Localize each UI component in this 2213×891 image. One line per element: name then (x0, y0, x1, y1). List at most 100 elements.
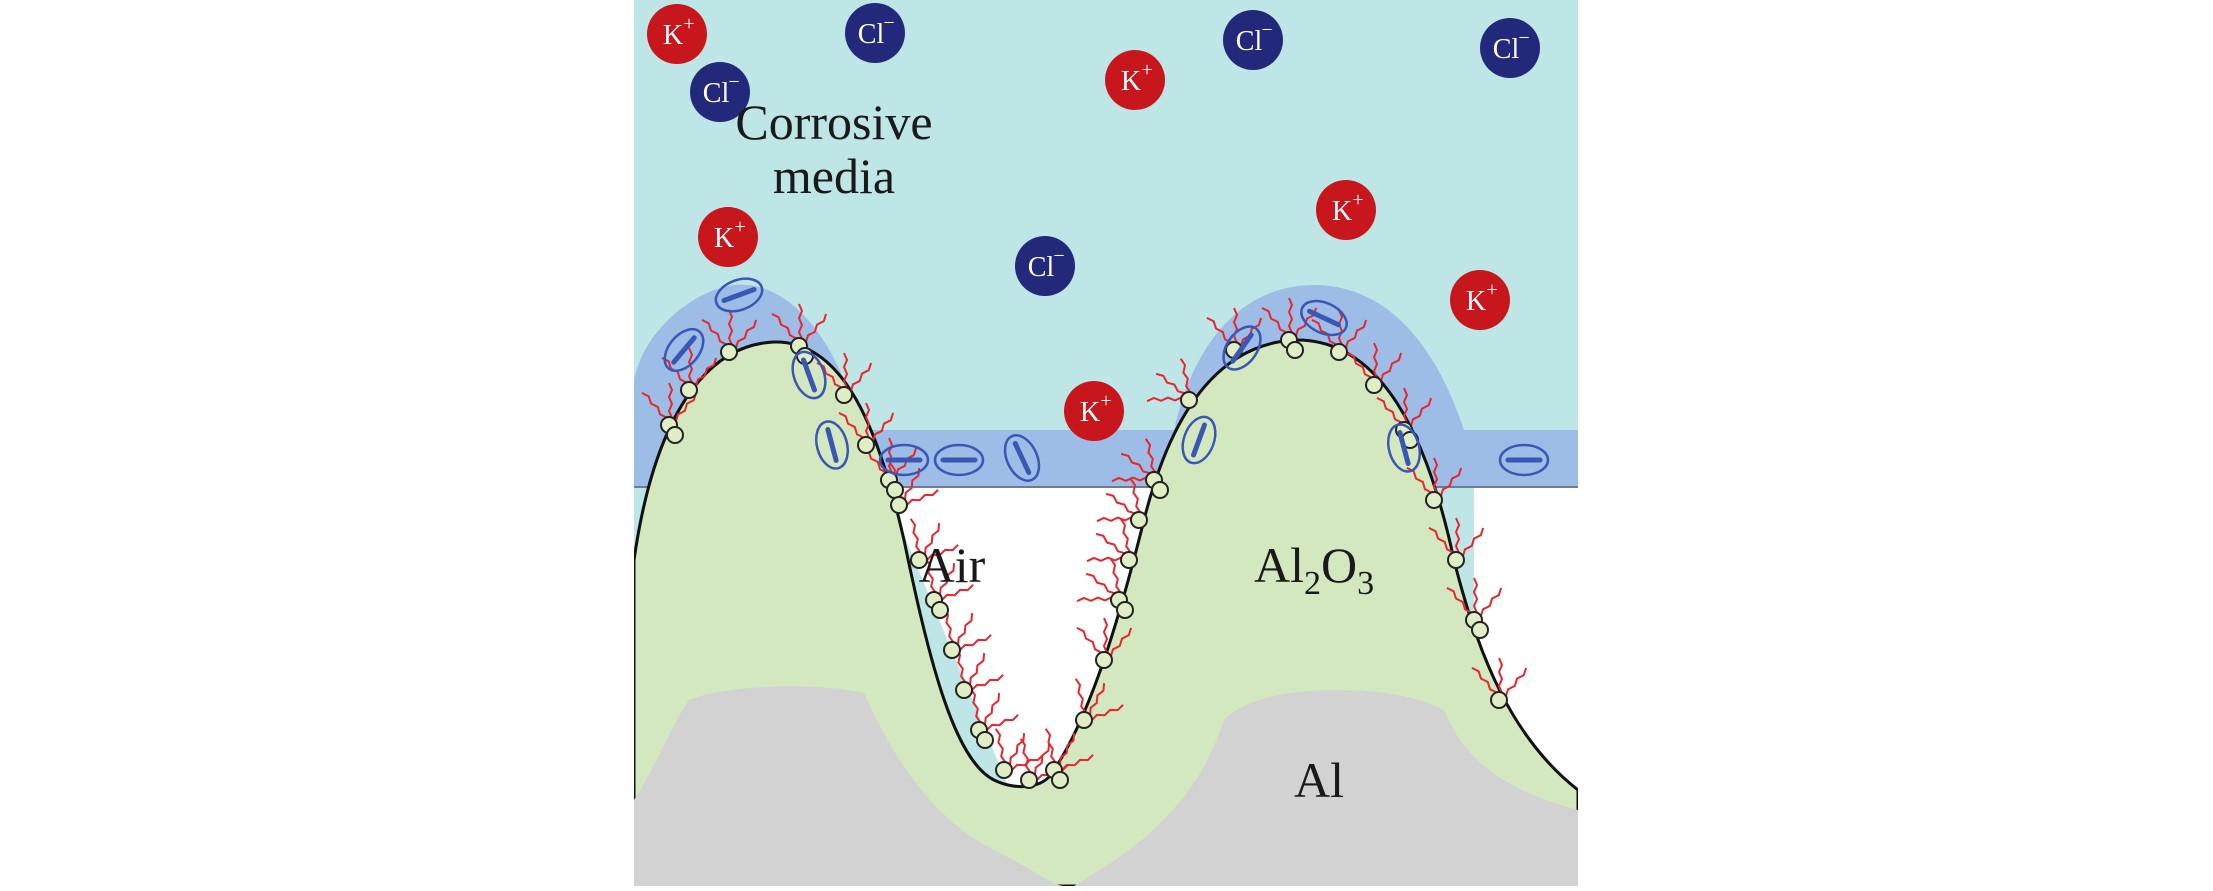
ion-charge: − (1261, 19, 1272, 41)
ion-circle (698, 207, 758, 267)
dipole-molecule (714, 277, 764, 313)
nanoparticle (943, 641, 961, 659)
dipole-molecule (1003, 434, 1041, 482)
ion-charge: + (1100, 390, 1111, 412)
nanoparticle (886, 481, 904, 499)
ion-charge: + (683, 13, 694, 35)
ion-symbol: K (663, 20, 683, 51)
nanoparticle (1180, 391, 1198, 409)
ion-charge: + (1141, 59, 1152, 81)
dipole-molecule (1498, 443, 1550, 477)
potassium-ion: K+ (1316, 180, 1376, 240)
ion-circle (690, 62, 750, 122)
ion-charge: − (883, 12, 894, 34)
ion-circle (647, 4, 707, 64)
nanoparticle (1330, 343, 1348, 361)
ion-symbol: Cl (1236, 26, 1263, 57)
ion-charge: − (1053, 245, 1064, 267)
nanoparticle (857, 436, 875, 454)
metal-substrate (634, 686, 1578, 886)
adsorbed-dipoles (663, 277, 1550, 482)
ion-symbol: K (1121, 66, 1141, 97)
nanoparticle (1095, 651, 1113, 669)
nanoparticle (680, 381, 698, 399)
ion-symbol: K (1332, 196, 1352, 227)
ion-circle (1105, 50, 1165, 110)
corrosion-diagram: K+Cl−Cl−K+Cl−Cl−K+Cl−K+K+K+ Corrosive me… (632, 0, 1580, 888)
nanoparticle (1130, 511, 1148, 529)
chloride-ion: Cl− (1480, 18, 1540, 78)
potassium-ion: K+ (698, 207, 758, 267)
ion-circle (1316, 180, 1376, 240)
potassium-ion: K+ (1105, 50, 1165, 110)
ion-symbol: Cl (1493, 34, 1520, 65)
dipole-molecule (1181, 415, 1217, 465)
ion-symbol: Cl (1028, 252, 1055, 283)
dipole-molecule (663, 327, 705, 373)
ion-circle (1480, 18, 1540, 78)
air-label: Air (919, 537, 986, 593)
oxide-label-al: Al (1254, 537, 1304, 593)
dipole-molecule (791, 350, 827, 400)
nanoparticle (976, 731, 994, 749)
nanoparticle (1447, 551, 1465, 569)
ion-symbol: Cl (858, 19, 885, 50)
dipole-molecule (1300, 299, 1348, 337)
oxide-label: Al2O3 (1254, 537, 1374, 602)
ion-symbol: K (714, 223, 734, 254)
nanoparticle (1020, 771, 1038, 789)
nanoparticle (1286, 341, 1304, 359)
dipole-molecule (878, 443, 930, 477)
media-label-line2: media (773, 148, 895, 204)
dipole-molecule (1386, 423, 1422, 473)
potassium-ion: K+ (647, 4, 707, 64)
ion-symbol: K (1466, 286, 1486, 317)
nanoparticle (1490, 691, 1508, 709)
nanoparticle (1120, 551, 1138, 569)
nanoparticle (835, 386, 853, 404)
chloride-ion: Cl− (690, 62, 750, 122)
chloride-ion: Cl− (1015, 236, 1075, 296)
chloride-ion: Cl− (1223, 10, 1283, 70)
oxide-label-sub2: 3 (1357, 565, 1374, 602)
ion-charge: + (734, 216, 745, 238)
nanoparticle (995, 761, 1013, 779)
air-region (884, 487, 1578, 800)
ion-symbol: K (1080, 397, 1100, 428)
nanoparticle (720, 343, 738, 361)
nanoparticle (890, 496, 908, 514)
media-label-line1: Corrosive (735, 94, 932, 150)
chloride-ion: Cl− (845, 3, 905, 63)
ion-charge: − (1518, 27, 1529, 49)
oxide-label-sub1: 2 (1304, 565, 1321, 602)
dipole-molecule (814, 420, 850, 470)
ion-charge: − (728, 71, 739, 93)
nanoparticle (910, 551, 928, 569)
ion-symbol: Cl (703, 78, 730, 109)
dipole-molecule (933, 443, 985, 477)
nanoparticle (1051, 771, 1069, 789)
nanoparticle (1075, 711, 1093, 729)
dipole-molecule (1222, 325, 1262, 371)
ion-circle (1450, 270, 1510, 330)
ion-circle (1015, 236, 1075, 296)
ion-circle (1223, 10, 1283, 70)
ion-circle (1064, 381, 1124, 441)
nanoparticle (666, 426, 684, 444)
ion-charge: + (1352, 189, 1363, 211)
potassium-ion: K+ (1064, 381, 1124, 441)
nanoparticle (1151, 481, 1169, 499)
ions: K+Cl−Cl−K+Cl−Cl−K+Cl−K+K+K+ (647, 3, 1540, 441)
ion-charge: + (1486, 279, 1497, 301)
nanoparticle (955, 681, 973, 699)
ion-circle (845, 3, 905, 63)
metal-label: Al (1294, 752, 1344, 808)
potassium-ion: K+ (1450, 270, 1510, 330)
diagram-canvas: K+Cl−Cl−K+Cl−Cl−K+Cl−K+K+K+ Corrosive me… (632, 0, 1580, 888)
nanoparticle (1365, 376, 1383, 394)
oxide-label-o: O (1321, 537, 1357, 593)
nanoparticle (1425, 491, 1443, 509)
nanoparticle (1471, 621, 1489, 639)
nanoparticle (1116, 601, 1134, 619)
nanoparticle (931, 601, 949, 619)
